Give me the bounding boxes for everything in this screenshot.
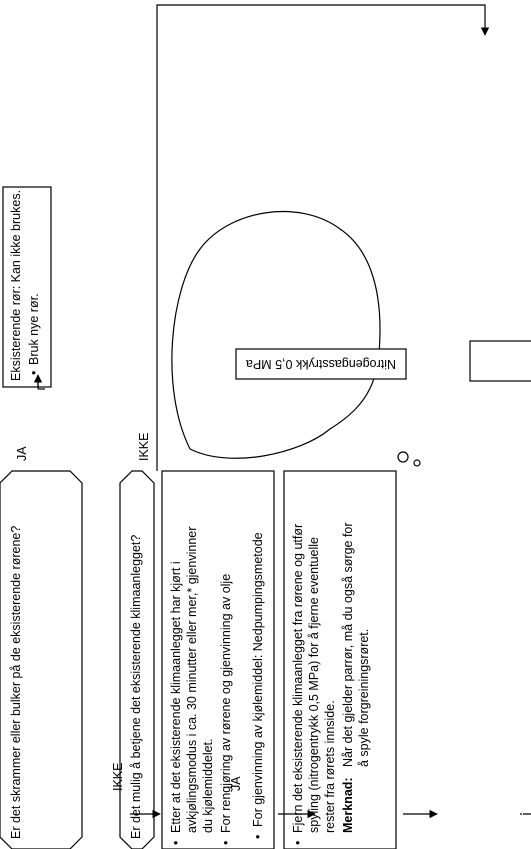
flush-bullet-line-3: rester fra rørets innside. <box>323 700 337 833</box>
decision-scratches: Er det skrammer eller bulker på de eksis… <box>0 470 83 849</box>
decision-operate-text: Er det mulig å betjene det eksisterende … <box>129 535 143 839</box>
decision-scratches-text: Er det skrammer eller bulker på de eksis… <box>9 526 23 839</box>
bubble-dot-large <box>397 451 409 463</box>
label-ikke-2: IKKE <box>137 433 151 462</box>
illustration-bubble <box>171 211 421 467</box>
recovery-bullet-2: For rengjøring av rørene og gjenvinning … <box>219 574 233 833</box>
label-ja-2: JA <box>229 776 243 791</box>
recovery-bullet-1-dot: • <box>169 841 183 845</box>
recovery-bullet-3-dot: • <box>251 835 265 839</box>
existing-pipes-title: Eksisterende rør: Kan ikke brukes. <box>9 190 23 381</box>
result-clean-or-replace <box>469 340 531 382</box>
flush-note-label: Merknad: <box>341 777 355 833</box>
arrow-d2-no-path <box>156 4 490 471</box>
process-flush: • Fjern det eksisterende klimaanlegget f… <box>283 470 397 849</box>
bubble-dot-small <box>413 459 421 467</box>
flush-bullet-line-1: Fjern det eksisterende klimaanlegget fra… <box>291 524 305 833</box>
recovery-bullet-2-dot: • <box>219 841 233 845</box>
existing-pipes-bullet: Bruk nye rør. <box>27 293 41 365</box>
existing-pipes-bullet-dot: • <box>27 371 41 375</box>
recovery-bullet-1-line-3: du kjølemiddelet. <box>201 739 215 834</box>
nitrogen-label-box <box>235 348 407 380</box>
label-ja-1: JA <box>15 446 29 461</box>
flush-note-line-2: å spyle forgreiningsrøret. <box>357 629 371 767</box>
label-ikke-1: IKKE <box>111 763 125 792</box>
flush-bullet-line-2: spyling (nitrogentrykk 0,5 MPa) for å fj… <box>307 537 321 833</box>
process-recovery: • Etter at det eksisterende klimaanlegge… <box>161 470 275 849</box>
recovery-bullet-3: For gjenvinning av kjølemiddel: Nedpumpi… <box>251 532 265 827</box>
flush-note-line-1: Når det gjelder parrør, må du også sørge… <box>341 522 355 767</box>
result-existing-pipes: Eksisterende rør: Kan ikke brukes. • Bru… <box>2 186 52 388</box>
flush-bullet-dot: • <box>291 841 305 845</box>
recovery-bullet-1-line-2: avkjølingsmodus i ca. 30 minutter eller … <box>185 527 199 833</box>
decision-operate: Er det mulig å betjene det eksisterende … <box>119 470 155 849</box>
nitrogen-label: Nitrogengasstrykk 0,5 MPa <box>246 357 396 371</box>
recovery-bullet-1-line-1: Etter at det eksisterende klimaanlegget … <box>169 561 183 833</box>
